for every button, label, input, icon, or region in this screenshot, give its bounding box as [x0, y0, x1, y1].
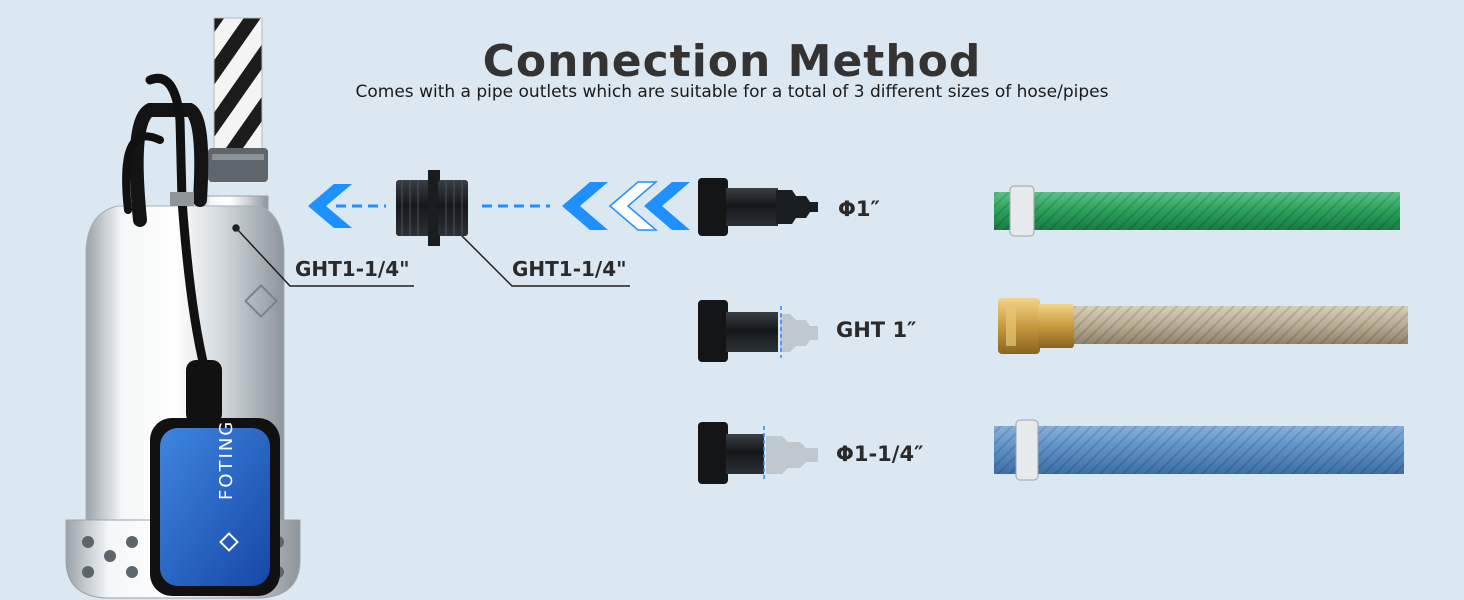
barb-adapter-1 [698, 178, 818, 236]
nipple-callout: GHT1-1/4" [512, 257, 627, 281]
submersible-pump: FOTING [65, 17, 301, 599]
brand-logo: FOTING [216, 420, 237, 500]
hose-coupler [208, 148, 268, 182]
braided-hose [998, 298, 1408, 354]
green-hose [994, 185, 1400, 237]
power-cable [145, 74, 210, 375]
barb-adapter-3 [698, 422, 818, 484]
hose-clamp [1015, 419, 1039, 481]
brand-icon [219, 532, 239, 552]
brass-nut [998, 298, 1040, 354]
size-label-1: Φ1″ [838, 197, 880, 221]
pump-outlet-callout: GHT1-1/4" [295, 257, 410, 281]
size-label-2: GHT 1″ [836, 318, 917, 342]
chevron-left-icon [644, 182, 690, 230]
discharge-hose [213, 17, 263, 159]
pump-logo-icon [244, 284, 278, 318]
pump-handle [129, 103, 209, 227]
blue-hose [994, 419, 1404, 481]
flow-arrow-left [308, 184, 386, 228]
hose-clamp [1009, 185, 1035, 237]
page-title: Connection Method [482, 36, 982, 87]
chevron-left-icon [308, 184, 352, 228]
chevron-left-icon [608, 181, 659, 231]
flow-arrow-middle [482, 181, 690, 231]
page-subtitle: Comes with a pipe outlets which are suit… [355, 82, 1109, 102]
chevron-left-icon [562, 182, 608, 230]
barb-adapter-2 [698, 300, 818, 362]
hex-nipple-adapter [396, 170, 468, 246]
size-label-3: Φ1-1/4″ [836, 442, 924, 466]
